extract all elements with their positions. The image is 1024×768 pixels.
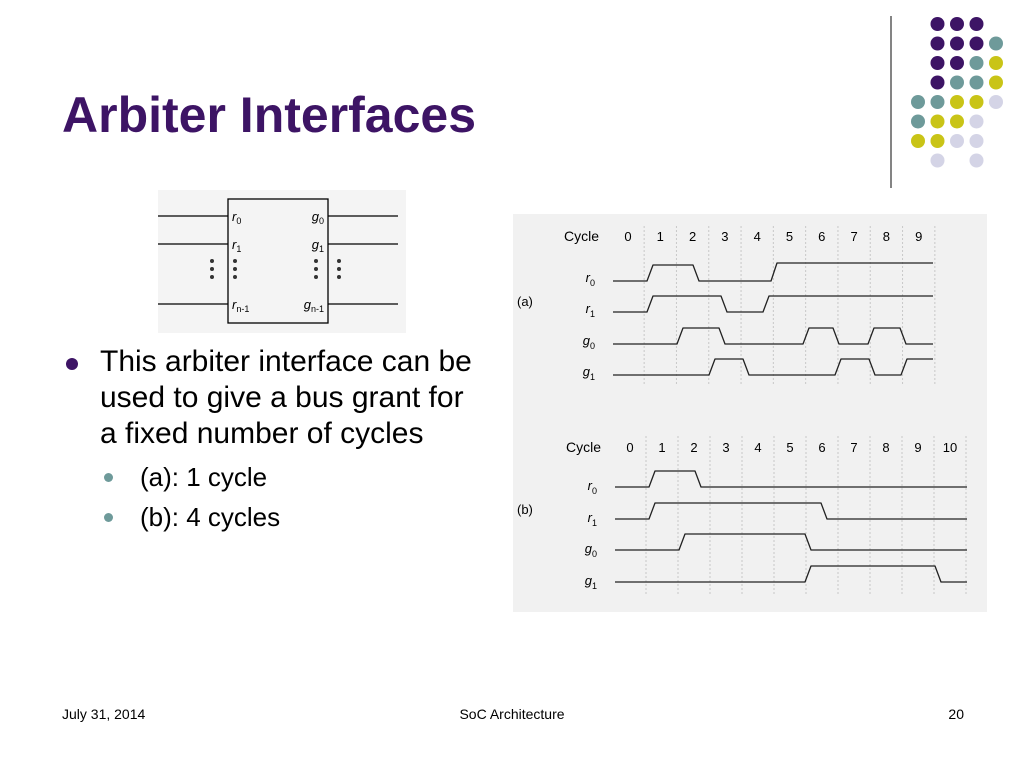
timing-a-r0-label: r0 — [586, 270, 595, 288]
timing-a-r1-label: r1 — [586, 301, 595, 319]
bullet-list: This arbiter interface can be used to gi… — [62, 344, 482, 532]
timing-a-cycle-6: 6 — [818, 229, 825, 244]
timing-a-cycle-5: 5 — [786, 229, 793, 244]
timing-a-g0-label: g0 — [583, 333, 595, 351]
deco-dot — [950, 95, 964, 109]
deco-dot — [930, 17, 945, 31]
timing-a-label: (a) — [517, 294, 533, 309]
bullet-dot — [66, 358, 78, 370]
timing-a-cycle-3: 3 — [721, 229, 728, 244]
timing-b-cycle-10: 10 — [943, 440, 957, 455]
deco-dot — [969, 56, 984, 70]
timing-b-cycle-1: 1 — [658, 440, 665, 455]
deco-dot — [930, 56, 945, 70]
deco-dot — [930, 114, 945, 129]
timing-a-r1 — [613, 295, 933, 313]
arbiter-interface-diagram: r0 r1 rn-1 g0 g1 gn-1 — [158, 190, 406, 333]
timing-b-cycle-6: 6 — [818, 440, 825, 455]
deco-dot — [989, 56, 1003, 70]
timing-b-cycle-7: 7 — [850, 440, 857, 455]
timing-diagram-panel: (a) Cycle 0 1 2 3 4 5 6 7 8 9 r0 r1 g0 g1 (b) Cyc… — [513, 214, 987, 612]
deco-dot — [950, 134, 964, 148]
footer-title: SoC Architecture — [459, 706, 565, 722]
deco-dot — [930, 75, 945, 90]
timing-b-g1-label: g1 — [585, 573, 597, 591]
timing-b-r1-label: r1 — [588, 510, 597, 528]
timing-b-g0 — [615, 533, 967, 551]
sub-bullet-item: (b): 4 cycles — [62, 502, 482, 532]
footer-date: July 31, 2014 — [62, 706, 146, 722]
timing-a-cycle-0: 0 — [624, 229, 631, 244]
dot-grid-decoration — [890, 16, 1003, 188]
timing-a-cycle-9: 9 — [915, 229, 922, 244]
timing-b-cycle-5: 5 — [786, 440, 793, 455]
timing-b-cycle-4: 4 — [754, 440, 761, 455]
timing-a-g1-label: g1 — [583, 364, 595, 382]
timing-a-cycle-4: 4 — [754, 229, 761, 244]
timing-b-r0 — [615, 470, 967, 488]
timing-b-cycle-9: 9 — [914, 440, 921, 455]
input-label-r0: r0 — [232, 209, 241, 226]
sub-bullet-dot — [104, 473, 113, 482]
deco-dot — [989, 95, 1003, 109]
sub-bullet-dot — [104, 513, 113, 522]
deco-dot — [911, 134, 925, 148]
deco-dot — [930, 134, 945, 148]
deco-dot — [989, 36, 1003, 51]
deco-dot — [969, 95, 984, 109]
deco-dot — [950, 17, 964, 31]
deco-dot — [969, 134, 984, 148]
deco-dot — [969, 36, 984, 51]
deco-dot — [950, 36, 964, 51]
timing-b-cycle-8: 8 — [882, 440, 889, 455]
sub-bullet-item: (a): 1 cycle — [62, 462, 482, 492]
output-label-g0: g0 — [312, 209, 324, 226]
timing-b-r0-label: r0 — [588, 478, 597, 496]
footer-page-number: 20 — [948, 706, 964, 722]
timing-a-cycle-label: Cycle — [564, 228, 599, 244]
input-label-rn-1: rn-1 — [232, 297, 249, 314]
timing-a-cycle-2: 2 — [689, 229, 696, 244]
timing-a-r0 — [613, 262, 933, 282]
timing-a-g0 — [613, 327, 933, 345]
deco-dot — [930, 153, 945, 168]
deco-dot — [911, 95, 925, 109]
timing-b-cycle-2: 2 — [690, 440, 697, 455]
deco-dot — [969, 75, 984, 90]
deco-dot — [969, 153, 984, 168]
deco-dot — [911, 114, 925, 129]
arbiter-box — [227, 198, 329, 324]
deco-dot — [969, 114, 984, 129]
timing-b-cycle-3: 3 — [722, 440, 729, 455]
bullet-item: This arbiter interface can be used to gi… — [62, 344, 482, 452]
timing-b-cycle-label: Cycle — [566, 439, 601, 455]
timing-b-g1 — [615, 565, 967, 583]
bullet-text: This arbiter interface can be used to gi… — [100, 345, 472, 450]
timing-b-cycle-0: 0 — [626, 440, 633, 455]
deco-dot — [969, 17, 984, 31]
timing-a-cycle-7: 7 — [850, 229, 857, 244]
sub-bullet-text: (a): 1 cycle — [140, 462, 268, 492]
timing-b-label: (b) — [517, 502, 533, 517]
timing-a-cycle-1: 1 — [657, 229, 664, 244]
timing-b-g0-label: g0 — [585, 541, 597, 559]
sub-bullet-text: (b): 4 cycles — [140, 502, 281, 532]
deco-dot — [930, 95, 945, 109]
slide-title: Arbiter Interfaces — [62, 87, 477, 143]
timing-a-cycle-8: 8 — [883, 229, 890, 244]
timing-b-r1 — [615, 502, 967, 520]
input-label-r1: r1 — [232, 237, 241, 254]
output-label-gn-1: gn-1 — [304, 297, 324, 314]
deco-dot — [989, 75, 1003, 90]
timing-a-g1 — [613, 358, 933, 376]
deco-dot — [950, 56, 964, 70]
deco-dot — [950, 75, 964, 90]
output-label-g1: g1 — [312, 237, 324, 254]
deco-dot — [950, 114, 964, 129]
deco-dot — [930, 36, 945, 51]
